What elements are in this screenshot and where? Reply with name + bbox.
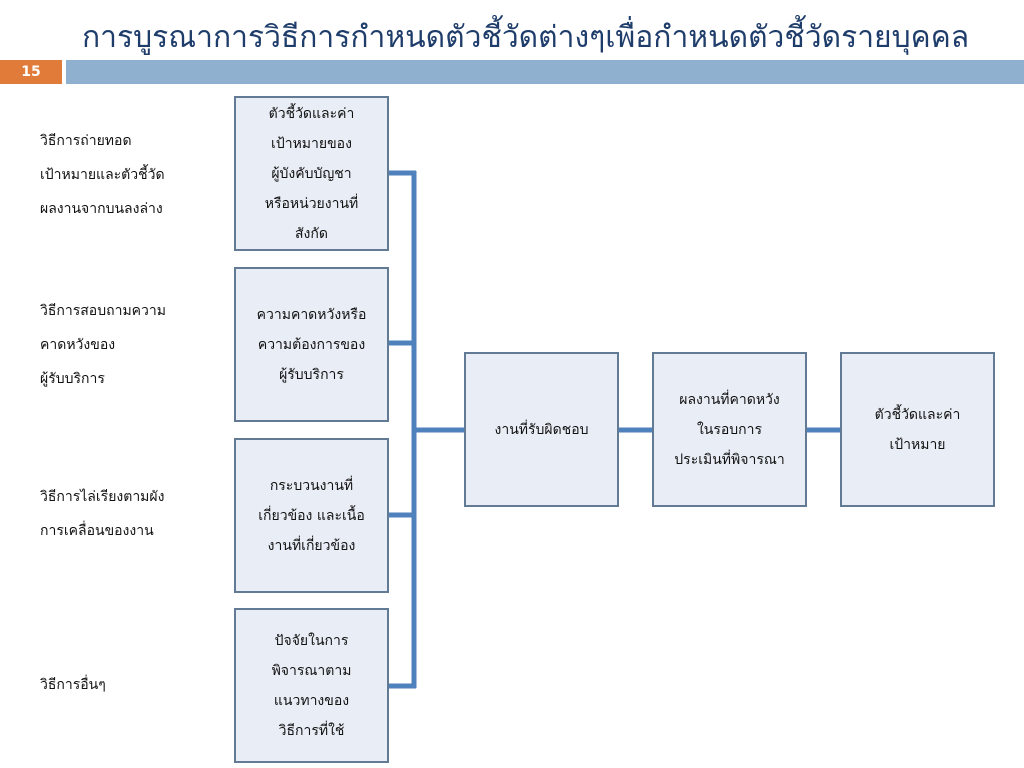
source-box-related-processes: กระบวนงานที่ เกี่ยวข้อง และเนื้อ งานที่เ…	[234, 438, 389, 593]
method-workflow: วิธีการไล่เรียงตามผัง การเคลื่อนของงาน	[40, 489, 165, 539]
chain-box-expected-output: ผลงานที่คาดหวัง ในรอบการ ประเมินที่พิจาร…	[652, 352, 807, 507]
method-other: วิธีการอื่นๆ	[40, 677, 106, 693]
slide-title: การบูรณาการวิธีการกำหนดตัวชี้วัดต่างๆเพื…	[82, 20, 970, 55]
method-customer-expectation: วิธีการสอบถามความ คาดหวังของ ผู้รับบริกา…	[40, 303, 166, 387]
source-box-method-factors: ปัจจัยในการ พิจารณาตาม แนวทางของ วิธีการ…	[234, 608, 389, 763]
source-box-supervisor-targets: ตัวชี้วัดและค่า เป้าหมายของ ผู้บังคับบัญ…	[234, 96, 389, 251]
method-cascading: วิธีการถ่ายทอด เป้าหมายและตัวชี้วัด ผลงา…	[40, 133, 165, 217]
source-box-customer-needs: ความคาดหวังหรือ ความต้องการของ ผู้รับบริ…	[234, 267, 389, 422]
page-number: 15	[0, 60, 62, 84]
chain-box-indicator-target: ตัวชี้วัดและค่า เป้าหมาย	[840, 352, 995, 507]
chain-box-responsibilities: งานที่รับผิดชอบ	[464, 352, 619, 507]
title-bar	[66, 60, 1024, 84]
